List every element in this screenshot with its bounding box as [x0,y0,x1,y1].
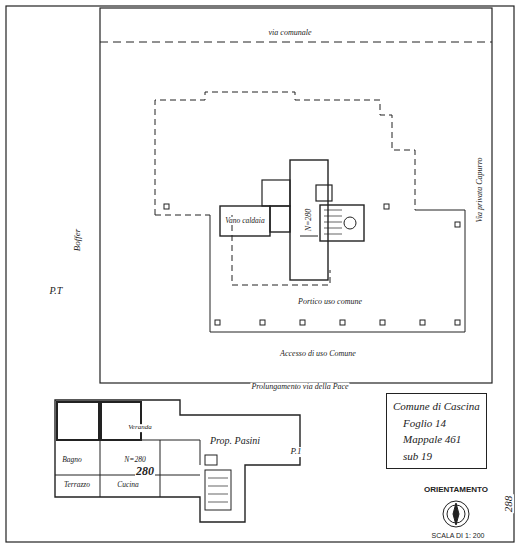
street-name: Via privata Capurro [476,157,485,224]
orientation-title: ORIENTAMENTO [423,486,489,495]
area-name: Accesso di uso Comune [279,350,357,359]
cadastral-info: sub 19 [393,448,480,465]
cadastral-info: Comune di Cascina [393,398,480,415]
cadastral-info: Mappale 461 [393,431,480,448]
street-name: via comunale [268,29,313,38]
cartouche-box: Comune di CascinaFoglio 14Mappale 461sub… [386,393,487,469]
boundary-name: Boffer [73,228,83,253]
unit-number: N=280 [123,456,146,464]
cadastral-info: Foglio 14 [393,415,480,432]
room-name: Terrazzo [63,481,91,489]
room-name: Veranda [127,424,152,432]
floor-code: P.T [49,285,64,296]
unit-number: 280 [135,465,155,478]
room-name: Vano caldaia [224,217,265,225]
floor-code: P.1 [289,447,302,457]
scale-note: SCALA DI 1: 200 [431,532,486,540]
area-name: Portico uso comune [297,298,363,307]
room-name: Cucina [116,481,140,489]
unit-number: N=280 [305,208,314,233]
owner-name: Prop. Pasini [209,435,261,446]
room-name: Bagno [61,456,83,464]
sheet-number: 288 [502,495,514,514]
street-name: Prolungamento via della Pace [250,383,349,392]
